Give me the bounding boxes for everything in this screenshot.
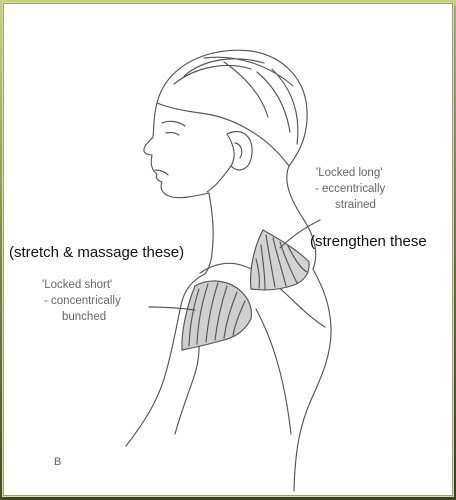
front-neck <box>205 193 213 274</box>
face-profile <box>144 103 209 198</box>
illustration-panel: 'Locked long' - eccentrically strained (… <box>3 3 453 496</box>
back-outline <box>294 269 331 491</box>
brow-eye <box>162 121 185 135</box>
locked-long-label-line-3: strained <box>335 198 376 213</box>
ear <box>227 132 252 170</box>
locked-long-label-line-2: - eccentrically <box>315 182 385 197</box>
arm-back <box>256 309 291 434</box>
ear-detail <box>235 143 242 158</box>
strengthen-instruction: (strengthen these <box>310 233 427 251</box>
stretch-massage-instruction: (stretch & massage these) <box>9 244 184 262</box>
panel-letter: B <box>54 456 61 468</box>
locked-short-label-line-3: bunched <box>62 310 106 325</box>
locked-short-label-line-2: - concentrically <box>44 294 121 309</box>
locked-short-label-line-1: 'Locked short' <box>42 278 112 293</box>
jaw-line <box>207 166 231 192</box>
locked-long-label-line-1: 'Locked long' <box>316 166 382 181</box>
hair-strands <box>174 57 298 144</box>
